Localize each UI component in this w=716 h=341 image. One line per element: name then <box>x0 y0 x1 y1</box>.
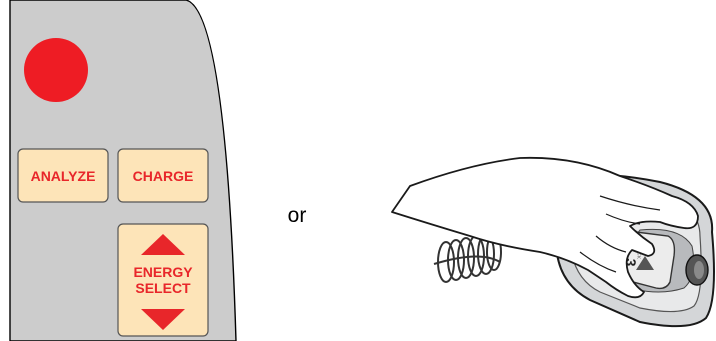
analyze-button[interactable]: ANALYZE <box>18 149 108 202</box>
energy-select-button[interactable]: ENERGY SELECT <box>118 224 208 336</box>
energy-select-label-line1: ENERGY <box>133 264 193 280</box>
charge-button[interactable]: CHARGE <box>118 149 208 202</box>
power-button-icon[interactable] <box>24 38 88 102</box>
or-separator: or <box>288 204 307 227</box>
analyze-button-label: ANALYZE <box>31 168 96 184</box>
charge-button-label: CHARGE <box>133 168 194 184</box>
control-panel: ANALYZE CHARGE ENERGY SELECT <box>10 0 236 341</box>
energy-select-label-line2: SELECT <box>135 280 191 296</box>
paddle-side-knob <box>686 255 708 285</box>
paddle-illustration: 3 SHOCK <box>392 158 714 326</box>
